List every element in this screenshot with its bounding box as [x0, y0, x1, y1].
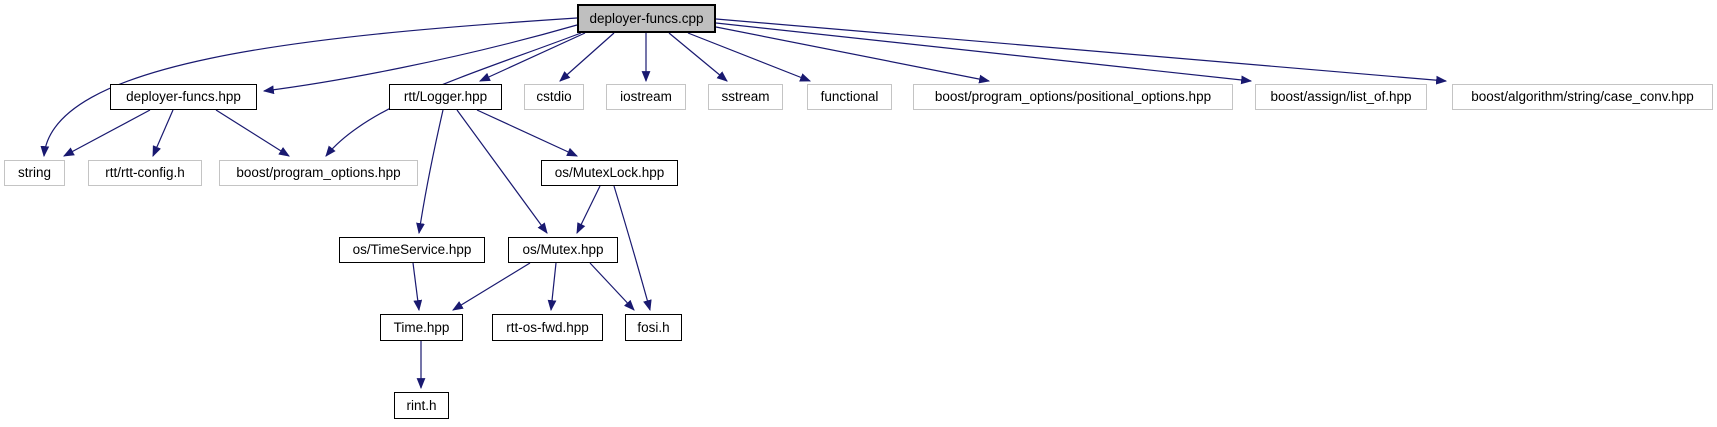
- node-label: rint.h: [406, 397, 437, 413]
- edge-os-mutexlock-hpp--os-mutex-hpp: [576, 185, 601, 234]
- node-label: deployer-funcs.cpp: [589, 10, 704, 26]
- node-os-mutexlock-hpp[interactable]: os/MutexLock.hpp: [541, 160, 678, 186]
- node-os-timeservice-hpp[interactable]: os/TimeService.hpp: [339, 237, 485, 263]
- node-rtt-logger-hpp[interactable]: rtt/Logger.hpp: [389, 84, 502, 110]
- node-label: string: [17, 165, 51, 181]
- node-iostream: iostream: [606, 84, 686, 110]
- edge-deployer-funcs-cpp--cstdio: [559, 32, 615, 82]
- edge-deployer-funcs-cpp--string: [40, 17, 578, 158]
- node-label: rtt/rtt-config.h: [105, 165, 185, 181]
- node-label: os/TimeService.hpp: [352, 242, 472, 258]
- node-label: functional: [820, 89, 879, 105]
- edge-os-timeservice-hpp--time-hpp: [412, 262, 423, 312]
- edge-rtt-logger-hpp--os-mutex-hpp: [456, 109, 548, 234]
- node-string: string: [4, 160, 65, 186]
- node-label: sstream: [721, 89, 770, 105]
- edge-os-mutex-hpp--rtt-os-fwd-hpp: [547, 262, 557, 312]
- node-label: boost/assign/list_of.hpp: [1270, 89, 1412, 105]
- node-boost-list-of: boost/assign/list_of.hpp: [1255, 84, 1427, 110]
- node-label: boost/program_options.hpp: [236, 165, 401, 181]
- edge-deployer-funcs-hpp--rtt-rtt-config-h: [152, 109, 174, 158]
- node-label: rtt-os-fwd.hpp: [506, 319, 589, 335]
- node-label: Time.hpp: [393, 319, 450, 335]
- edge-os-mutexlock-hpp--fosi-h: [613, 185, 652, 312]
- edge-os-mutex-hpp--time-hpp: [452, 262, 531, 311]
- node-label: boost/program_options/positional_options…: [934, 89, 1212, 105]
- node-rint-h[interactable]: rint.h: [394, 392, 449, 419]
- edge-rtt-logger-hpp--os-mutexlock-hpp: [476, 109, 578, 157]
- edge-deployer-funcs-cpp--deployer-funcs-hpp: [262, 24, 578, 95]
- node-rtt-rtt-config-h: rtt/rtt-config.h: [88, 160, 202, 186]
- node-cstdio: cstdio: [524, 84, 584, 110]
- edge-group: [40, 17, 1448, 390]
- node-os-mutex-hpp[interactable]: os/Mutex.hpp: [508, 237, 618, 263]
- node-label: rtt/Logger.hpp: [403, 89, 488, 105]
- edge-deployer-funcs-cpp--boost-list-of: [715, 22, 1253, 85]
- node-label: cstdio: [536, 89, 572, 105]
- node-rtt-os-fwd-hpp[interactable]: rtt-os-fwd.hpp: [492, 314, 603, 341]
- node-label: os/Mutex.hpp: [522, 242, 604, 258]
- node-functional: functional: [807, 84, 892, 110]
- node-label: boost/algorithm/string/case_conv.hpp: [1471, 89, 1694, 105]
- edge-os-mutex-hpp--fosi-h: [589, 262, 635, 311]
- edge-deployer-funcs-cpp--boost-case-conv: [715, 18, 1448, 85]
- node-boost-case-conv: boost/algorithm/string/case_conv.hpp: [1452, 84, 1713, 110]
- edge-deployer-funcs-cpp--functional: [687, 32, 812, 82]
- node-label: os/MutexLock.hpp: [554, 165, 665, 181]
- node-boost-program-options-hpp: boost/program_options.hpp: [219, 160, 418, 186]
- node-label: fosi.h: [637, 319, 670, 335]
- node-boost-positional-options: boost/program_options/positional_options…: [913, 84, 1233, 110]
- node-time-hpp[interactable]: Time.hpp: [380, 314, 463, 341]
- node-fosi-h[interactable]: fosi.h: [625, 314, 682, 341]
- edge-deployer-funcs-cpp--sstream: [668, 32, 728, 82]
- node-label: deployer-funcs.hpp: [126, 89, 241, 105]
- edge-deployer-funcs-hpp--string: [63, 109, 151, 157]
- node-deployer-funcs-hpp[interactable]: deployer-funcs.hpp: [110, 84, 257, 110]
- node-label: iostream: [620, 89, 672, 105]
- node-sstream: sstream: [708, 84, 783, 110]
- edge-deployer-funcs-hpp--boost-program-options-hpp: [215, 109, 290, 157]
- edge-rtt-logger-hpp--os-timeservice-hpp: [416, 109, 444, 235]
- edge-deployer-funcs-cpp--boost-positional-options: [715, 26, 991, 84]
- node-deployer-funcs-cpp: deployer-funcs.cpp: [577, 4, 716, 33]
- edge-deployer-funcs-cpp--rtt-logger-hpp: [478, 32, 586, 82]
